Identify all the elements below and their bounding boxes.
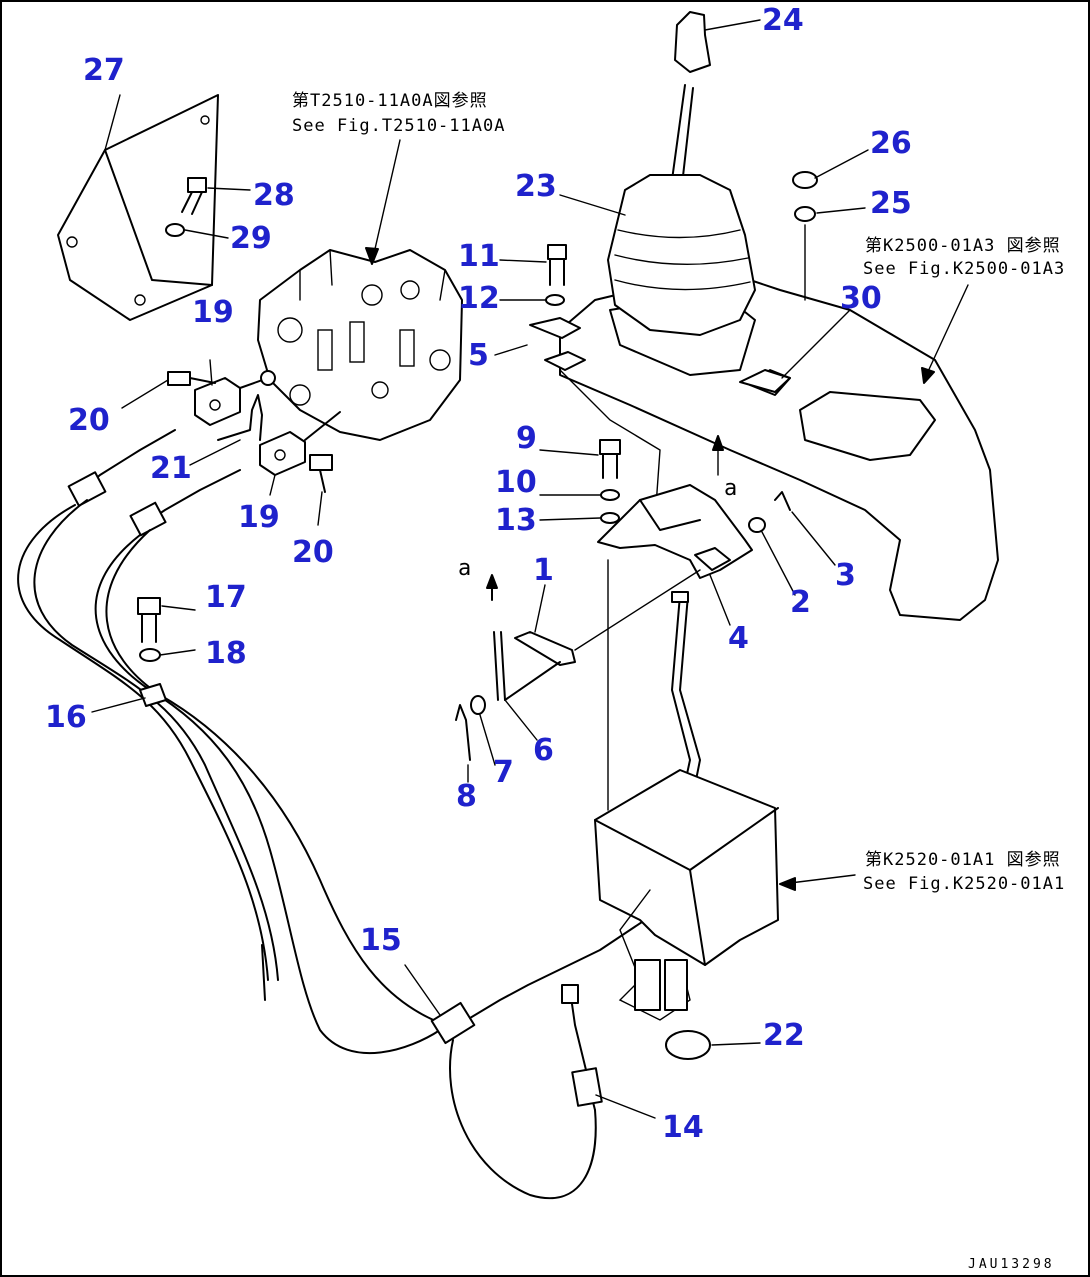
washer-29 [165, 223, 185, 237]
clamp-16 [139, 683, 167, 707]
callout-24: 24 [762, 3, 804, 38]
callout-10: 10 [495, 465, 537, 500]
washer-12 [545, 294, 565, 306]
callout-17: 17 [205, 580, 247, 615]
reference-notes: 第T2510-11A0A図参照 See Fig.T2510-11A0A 第K25… [292, 91, 1065, 894]
callout-9: 9 [516, 421, 537, 456]
callout-19-lower: 19 [238, 500, 280, 535]
callout-1: 1 [533, 553, 554, 588]
control-cables [17, 429, 661, 1200]
ref-valve-en: See Fig.T2510-11A0A [292, 116, 505, 136]
callout-labels: 1 2 3 4 5 6 7 8 9 10 11 12 13 14 15 16 1… [45, 3, 912, 1145]
control-valve [257, 249, 463, 441]
callout-11: 11 [458, 239, 500, 274]
callout-8: 8 [456, 779, 477, 814]
drawing-code: JAU13298 [968, 1257, 1055, 1272]
callout-25: 25 [870, 186, 912, 221]
callout-14: 14 [662, 1110, 704, 1145]
washer-10 [600, 489, 620, 501]
callout-29: 29 [230, 221, 272, 256]
pin-8 [455, 704, 471, 761]
washer-18 [139, 648, 161, 662]
ref-valve-jp: 第T2510-11A0A図参照 [292, 91, 488, 111]
marker-a-upper: a [724, 476, 737, 501]
lever-1 [514, 631, 576, 666]
callout-30: 30 [840, 281, 882, 316]
callout-22: 22 [763, 1018, 805, 1053]
ref-console-jp: 第K2500-01A3 図参照 [865, 236, 1061, 256]
callout-19-upper: 19 [192, 295, 234, 330]
washer-7 [470, 695, 486, 715]
clevis-19-upper [194, 370, 276, 426]
callout-27: 27 [83, 53, 125, 88]
plate-30 [739, 369, 791, 393]
callout-21: 21 [150, 451, 192, 486]
grommet-25 [794, 206, 816, 222]
bolt-9 [599, 439, 621, 479]
washer-13 [600, 512, 620, 524]
reference-arrow-valve [371, 139, 401, 263]
clip-21 [217, 394, 263, 441]
lever-bracket-4 [597, 484, 753, 579]
bracket-plate-27 [57, 94, 219, 321]
pin-20-lower [309, 454, 333, 493]
console-cover [559, 269, 999, 621]
callout-4: 4 [728, 621, 749, 656]
bolt-17 [137, 597, 161, 643]
rod-6 [493, 631, 561, 701]
leader-lines [91, 19, 869, 1119]
callout-2: 2 [790, 585, 811, 620]
callout-15: 15 [360, 923, 402, 958]
lever-knob-24 [674, 11, 711, 73]
callout-20-lower: 20 [292, 535, 334, 570]
boot-23 [607, 174, 756, 336]
callout-26: 26 [870, 126, 912, 161]
ref-base-en: See Fig.K2520-01A1 [863, 874, 1065, 894]
callout-6: 6 [533, 733, 554, 768]
callout-20-left: 20 [68, 403, 110, 438]
callout-28: 28 [253, 178, 295, 213]
callout-23: 23 [515, 169, 557, 204]
marker-a-left: a [458, 556, 471, 581]
callout-12: 12 [458, 281, 500, 316]
cap-26 [792, 171, 818, 189]
upper-lever-rod [671, 84, 694, 186]
callout-16: 16 [45, 700, 87, 735]
callout-5: 5 [468, 338, 489, 373]
ref-console-en: See Fig.K2500-01A3 [863, 259, 1065, 279]
bolt-11 [547, 244, 567, 286]
ref-base-jp: 第K2520-01A1 図参照 [865, 850, 1061, 870]
bolt-28 [181, 177, 207, 215]
bracket-5 [529, 317, 586, 371]
callout-13: 13 [495, 503, 537, 538]
clevis-19-lower [259, 411, 341, 476]
pin-20-upper [167, 371, 216, 386]
callout-7: 7 [493, 755, 514, 790]
lever-base [594, 769, 779, 1021]
callout-3: 3 [835, 558, 856, 593]
grommet-22 [665, 1030, 711, 1060]
pin-3 [774, 491, 791, 511]
washer-2 [748, 517, 766, 533]
callout-18: 18 [205, 636, 247, 671]
